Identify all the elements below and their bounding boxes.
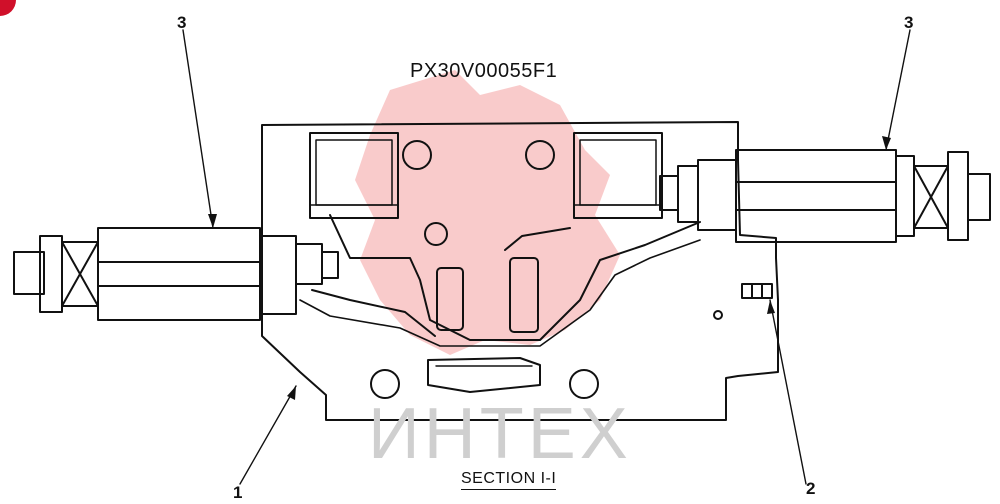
watermark-text: ИНТЕХ [368,394,632,474]
bottom-chamber [427,357,541,393]
callout-right-top: 3 [904,13,914,32]
leader-right-top [885,29,911,151]
valve-body-outline [261,121,779,421]
bolt-hole-top-right [525,140,555,170]
bolt-hole-top-left [402,140,432,170]
part-code: PX30V00055F1 [410,60,558,82]
callout-body: 1 [233,483,243,502]
callout-plug: 2 [806,479,816,498]
upper-pocket-left [309,132,399,219]
leader-left-top [182,29,214,229]
center-slot-left [436,267,464,331]
section-title: SECTION I-I [461,470,557,490]
center-slot-right [509,257,539,333]
watermark-emblem [355,70,620,355]
leader-plug [769,299,807,485]
left-relief-valve [13,227,339,321]
side-plug [741,283,773,299]
callout-left-top: 3 [177,13,187,32]
corner-badge-icon [0,0,16,16]
bolt-hole-mid [424,222,448,246]
bolt-hole-bottom-left [370,369,400,399]
bolt-hole-bottom-right [569,369,599,399]
leader-body [239,385,297,485]
small-port [713,310,723,320]
internal-passage [329,214,701,341]
right-relief-valve [659,149,991,243]
